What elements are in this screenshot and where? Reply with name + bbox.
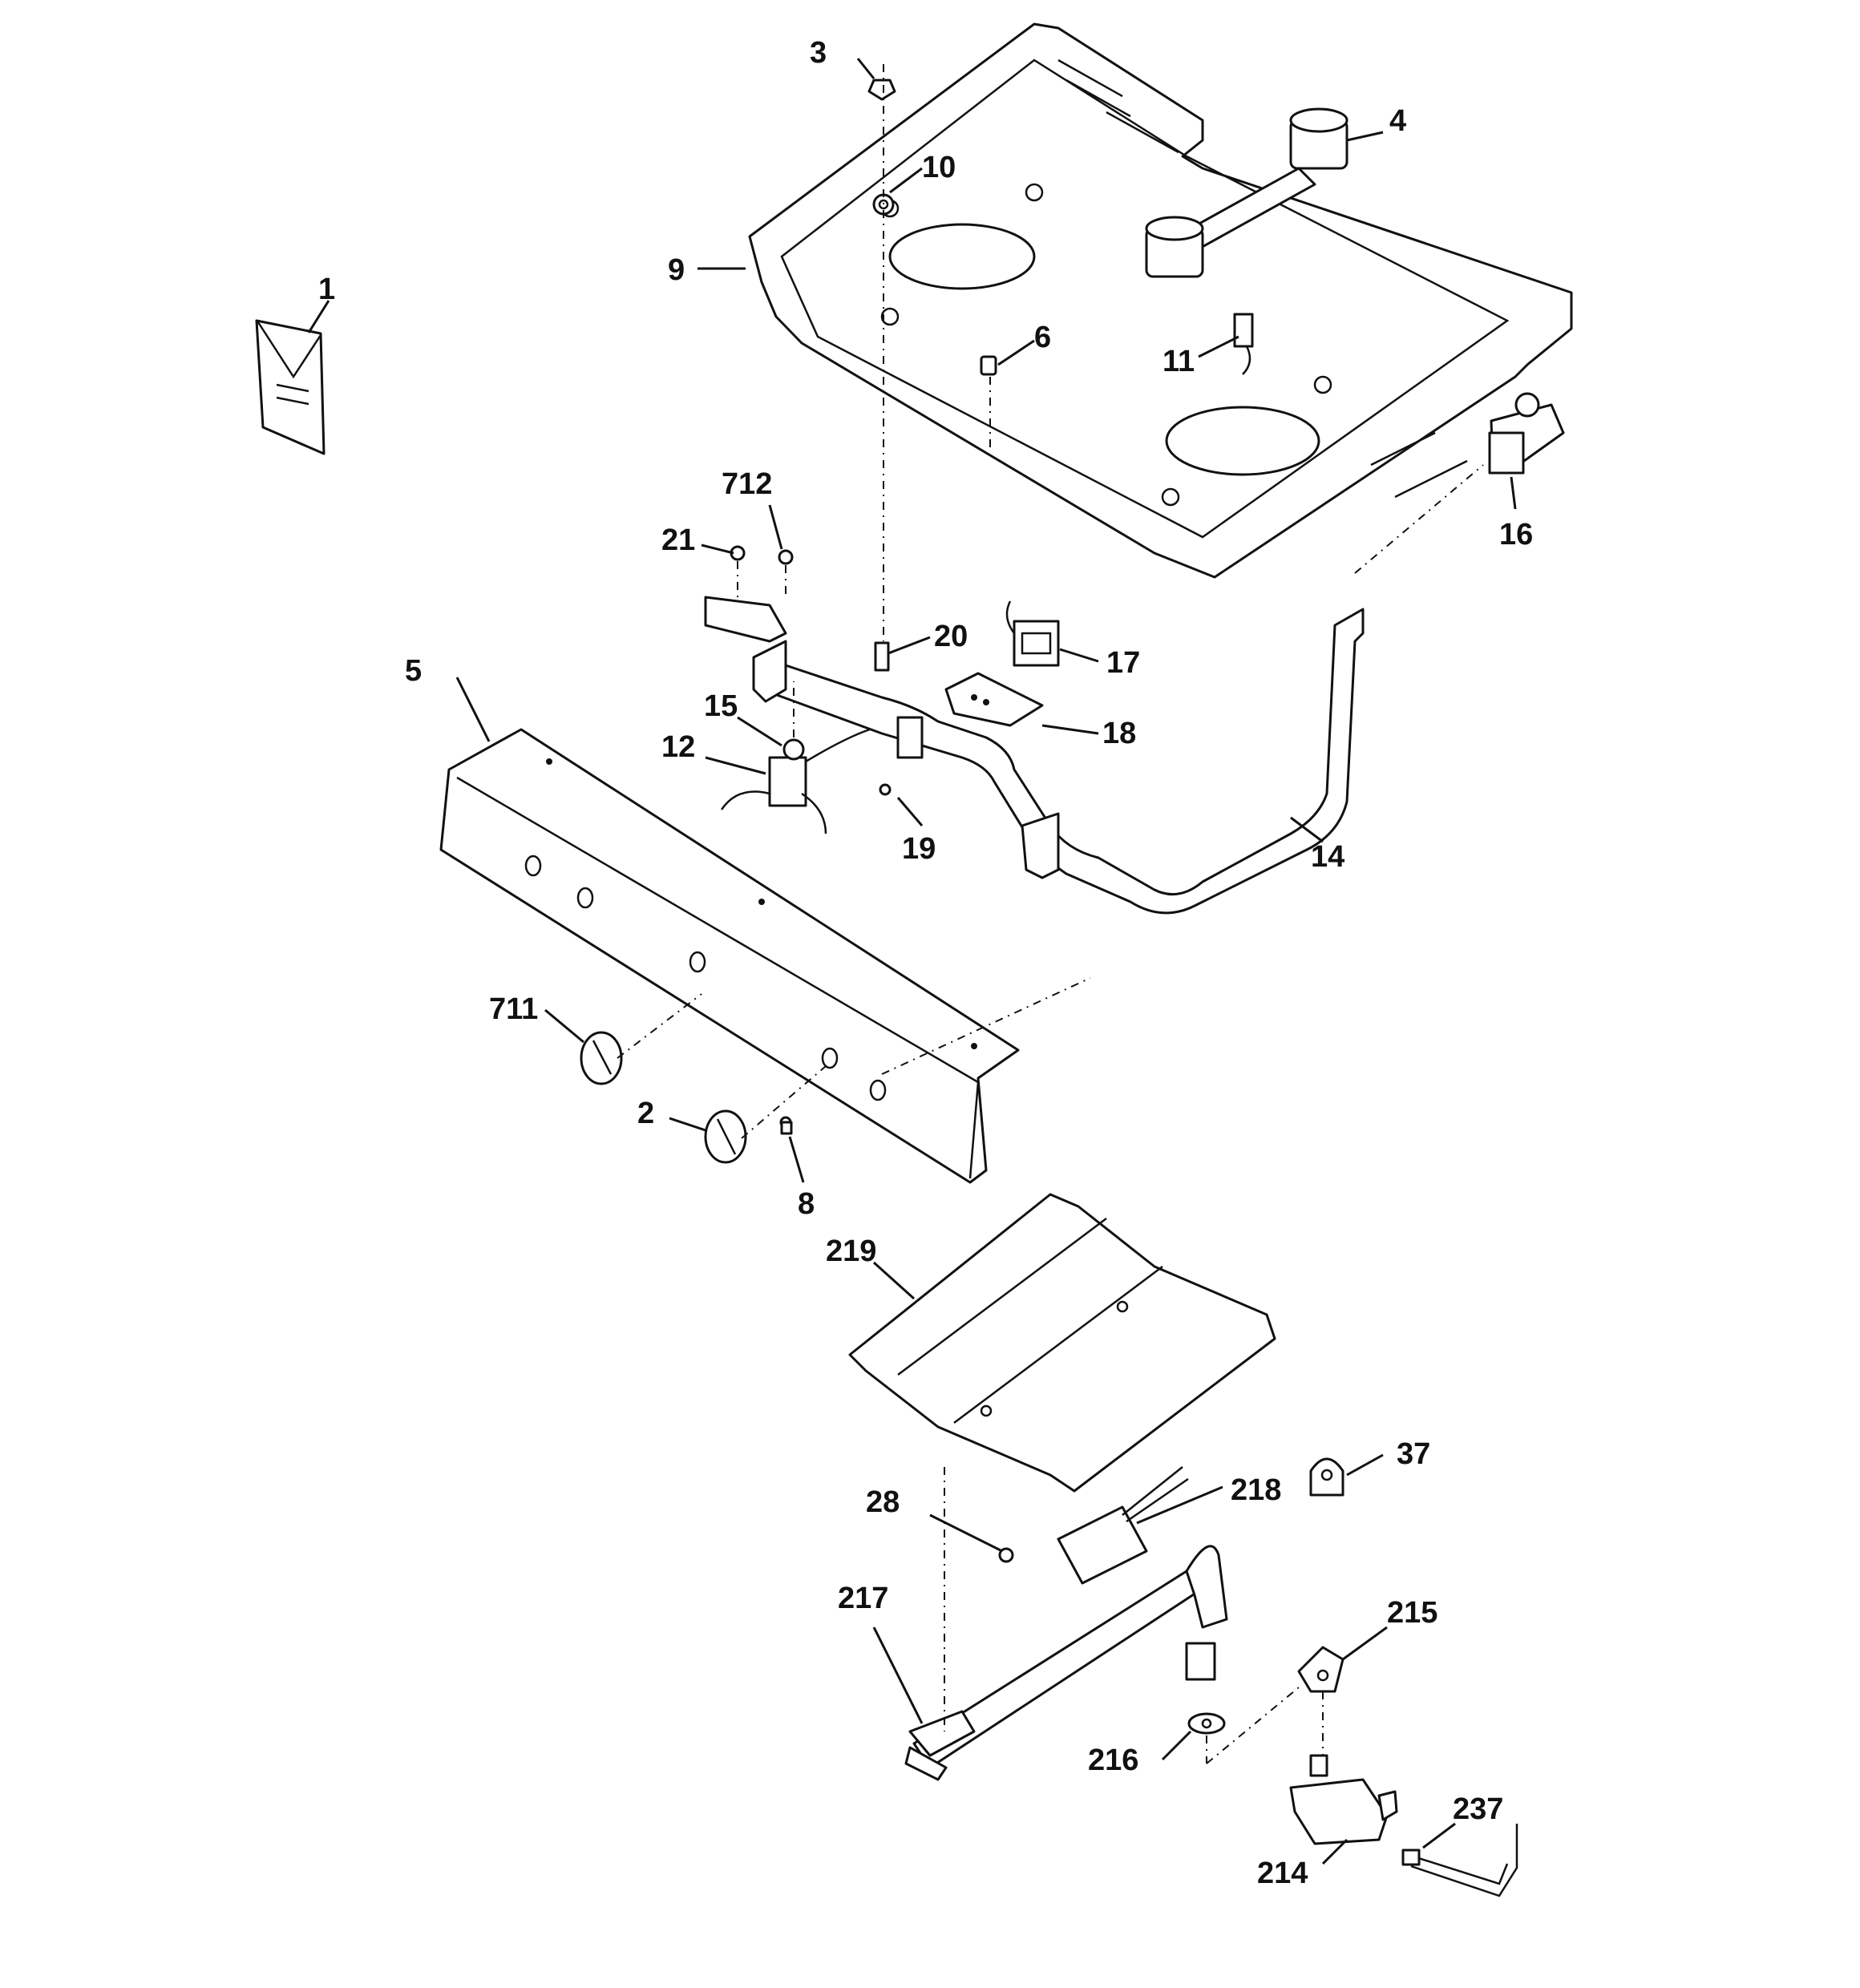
assembly-lines: [617, 64, 1484, 1764]
callout-10: 10: [922, 151, 956, 184]
callout-11: 11: [1162, 345, 1195, 378]
control-panel-part: [439, 728, 1020, 1184]
callout-18: 18: [1102, 717, 1137, 750]
callout-215: 215: [1387, 1596, 1438, 1630]
callout-2: 2: [637, 1097, 655, 1130]
callout-20: 20: [934, 620, 968, 653]
oven-valve-part: [720, 728, 871, 834]
callout-712: 712: [722, 467, 773, 501]
top-burner-part: [1145, 107, 1348, 278]
leader-lines: [307, 58, 1517, 1865]
callout-37: 37: [1397, 1437, 1431, 1471]
callout-15: 15: [704, 689, 738, 723]
callout-5: 5: [405, 654, 423, 688]
oven-burner-part: [904, 1457, 1344, 1781]
ignitor-bracket-part: [1233, 313, 1254, 375]
callout-9: 9: [668, 253, 685, 287]
callout-237: 237: [1453, 1792, 1504, 1826]
oven-safety-valve-part: [1185, 1642, 1518, 1897]
callout-12: 12: [661, 730, 696, 764]
callout-1: 1: [318, 273, 336, 306]
knob-parts: [580, 1031, 793, 1164]
callout-217: 217: [838, 1582, 889, 1615]
manifold-pipe-part: [704, 596, 1365, 915]
callout-216: 216: [1088, 1744, 1139, 1777]
callout-214: 214: [1257, 1857, 1308, 1890]
callout-6: 6: [1034, 321, 1052, 354]
heat-shield-part: [848, 1193, 1276, 1493]
callout-21: 21: [661, 523, 696, 557]
callout-711: 711: [489, 992, 539, 1026]
callout-16: 16: [1499, 518, 1534, 552]
callout-14: 14: [1311, 840, 1345, 874]
callout-3: 3: [810, 36, 827, 70]
callout-4: 4: [1389, 104, 1407, 138]
callout-17: 17: [1106, 646, 1141, 680]
envelope-part: [255, 319, 326, 455]
burner-box-part: [748, 22, 1573, 579]
callout-8: 8: [798, 1187, 815, 1221]
callout-218: 218: [1231, 1473, 1282, 1507]
callout-219: 219: [826, 1234, 877, 1268]
callout-28: 28: [866, 1485, 900, 1519]
regulator-part: [1488, 392, 1565, 475]
switch-part: [944, 600, 1060, 727]
callout-19: 19: [902, 832, 936, 866]
